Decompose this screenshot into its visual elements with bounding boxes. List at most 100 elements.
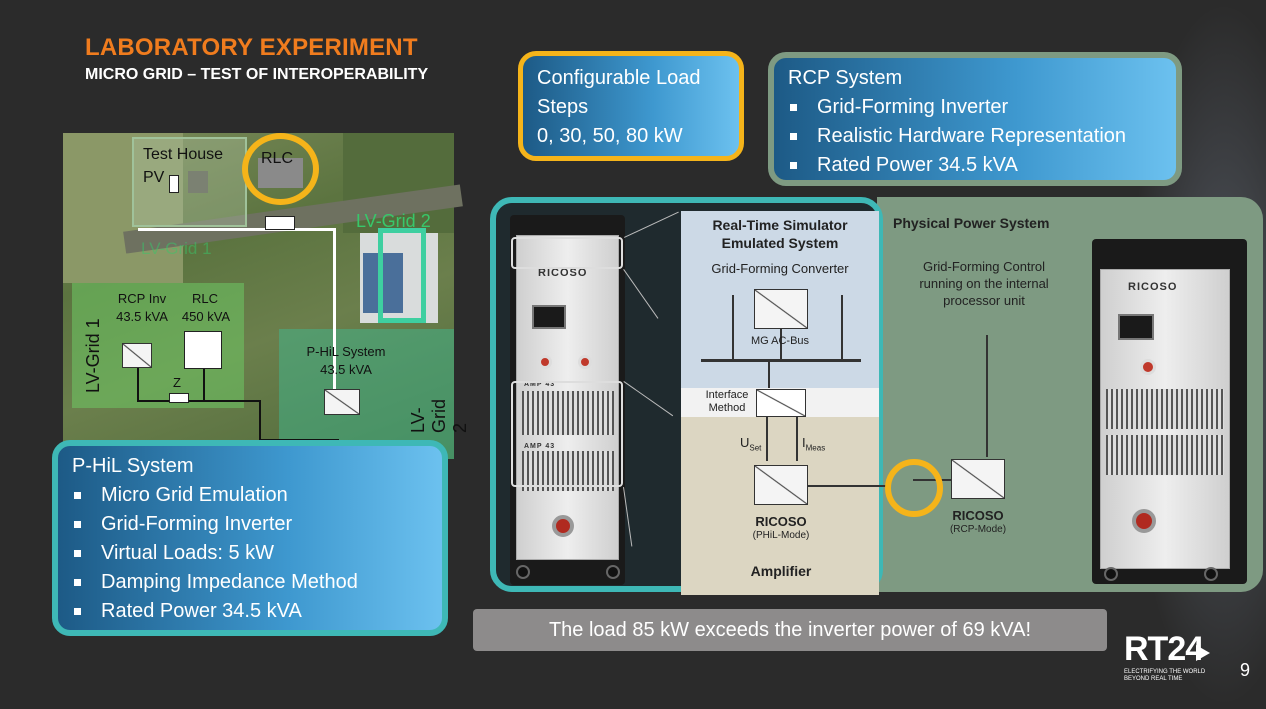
logo-tagline: ELECTRIFYING THE WORLD BEYOND REAL TIME [1124, 669, 1206, 682]
phil-inverter-symbol [324, 389, 360, 415]
ricoso-phil-mode: (PHiL-Mode) [752, 530, 810, 541]
phil-panel: RICOSO AMP 43 AMP 43 Real-Time Simulator… [490, 197, 888, 595]
test-house-label: Test House [143, 146, 224, 163]
rack-vent [522, 451, 614, 491]
phil-list: Micro Grid Emulation Grid-Forming Invert… [72, 481, 428, 626]
load-warning-banner: The load 85 kW exceeds the inverter powe… [473, 609, 1107, 651]
ricoso-phil-label: RICOSO [755, 514, 807, 529]
wheel-icon [1204, 567, 1218, 581]
wire [137, 368, 139, 401]
ricoso-rcp-mode: (RCP-Mode) [949, 524, 1007, 535]
system-diagram: Physical Power System Grid-Forming Contr… [490, 197, 1263, 595]
rcp-inv-label: RCP Inv [117, 291, 167, 306]
callout-connector [623, 269, 659, 319]
list-item: Rated Power 34.5 kVA [72, 597, 428, 626]
rack-logo: RICOSO [1128, 281, 1178, 293]
ac-bus [701, 359, 861, 362]
rack-vent [1106, 435, 1224, 475]
impedance-symbol [169, 393, 189, 403]
list-item: Rated Power 34.5 kVA [788, 151, 1162, 180]
field-area [63, 133, 183, 283]
bus-line [808, 485, 888, 487]
simulator-highlight [511, 237, 623, 269]
lv-grid-2-label: LV-Grid 2 [408, 398, 470, 433]
ricoso-phil-converter [754, 465, 808, 505]
ricoso-rcp-converter [951, 459, 1005, 499]
amplifier-label: Amplifier [750, 563, 812, 579]
interface-method-symbol [756, 389, 806, 417]
ricoso-rcp-label: RICOSO [952, 508, 1004, 523]
bus-line [732, 295, 734, 359]
slide-title: LABORATORY EXPERIMENT [85, 34, 418, 61]
phil-system-label: P-HiL System [306, 344, 386, 359]
list-item: Micro Grid Emulation [72, 481, 428, 510]
lv-grid-2-green-label: LV-Grid 2 [356, 211, 431, 231]
wheel-icon [516, 565, 530, 579]
signal-line [796, 417, 798, 461]
aerial-map: Test House PV RLC LV-Grid 1 LV-Grid 2 LV… [63, 133, 470, 459]
z-label: Z [173, 375, 181, 390]
lv-grid-2-zone [279, 329, 454, 459]
emergency-stop-icon [578, 355, 592, 369]
callout-connector [624, 211, 679, 238]
rack-logo: RICOSO [538, 267, 588, 279]
rack-screen [532, 305, 566, 329]
rack-vent [1106, 389, 1224, 429]
physical-power-panel: Physical Power System Grid-Forming Contr… [877, 197, 1263, 592]
i-meas-label: IMeas [802, 435, 826, 453]
physical-title: Physical Power System [893, 215, 1050, 231]
rlc-power: 450 kVA [181, 309, 231, 324]
sim-title: Real-Time Simulator [712, 217, 848, 233]
power-socket-icon [552, 515, 574, 537]
list-item: Virtual Loads: 5 kW [72, 539, 428, 568]
control-link [986, 335, 988, 457]
sim-subtitle: Emulated System [721, 235, 839, 251]
lv-grid-1-faded-label: LV-Grid 1 [141, 239, 212, 258]
list-item: Damping Impedance Method [72, 568, 428, 597]
emergency-stop-icon [538, 355, 552, 369]
u-set-label: USet [740, 435, 762, 453]
amp-label: AMP 43 [524, 381, 556, 388]
ac-bus-label: MG AC-Bus [750, 335, 810, 347]
load-steps-callout: Configurable Load Steps 0, 30, 50, 80 kW [518, 51, 744, 161]
list-item: Realistic Hardware Representation [788, 122, 1162, 151]
rlc-symbol [184, 331, 222, 369]
callout-connector [623, 381, 674, 417]
switch-symbol [265, 216, 295, 230]
control-text: Grid-Forming Control running on the inte… [919, 259, 1049, 308]
grid-forming-converter-symbol [754, 289, 808, 329]
phil-power-label: 43.5 kVA [320, 362, 372, 377]
rt24-logo: RT24 [1124, 630, 1204, 668]
rlc-highlight-ring [242, 133, 319, 205]
pv-label: PV [143, 169, 165, 186]
list-item: Grid-Forming Inverter [788, 93, 1162, 122]
amplifier-box [681, 417, 879, 595]
ground-highlight-ring [885, 459, 943, 517]
page-number: 9 [1240, 660, 1251, 680]
rcp-list: Grid-Forming Inverter Realistic Hardware… [788, 93, 1162, 180]
interface-label: Interface [705, 389, 749, 401]
slide-subtitle: MICRO GRID – TEST OF INTEROPERABILITY [85, 66, 429, 83]
method-label: Method [708, 402, 746, 414]
phil-heading: P-HiL System [72, 455, 194, 477]
shed [188, 171, 208, 193]
list-item: Grid-Forming Inverter [72, 510, 428, 539]
lv-grid-2-box [378, 228, 426, 323]
wire [203, 369, 205, 401]
grid-line [138, 228, 333, 231]
wire [259, 400, 261, 440]
amp-label: AMP 43 [524, 443, 556, 450]
bus-line [780, 329, 782, 361]
bus-line [841, 295, 843, 359]
amplifier-highlight [511, 381, 623, 487]
rack-vent [522, 391, 614, 435]
logo-arrow-icon [1196, 645, 1210, 661]
load-steps-values: 0, 30, 50, 80 kW [537, 125, 683, 147]
signal-line [766, 417, 768, 461]
phil-system-callout: P-HiL System Micro Grid Emulation Grid-F… [52, 440, 448, 636]
wheel-icon [1104, 567, 1118, 581]
emergency-stop-icon [1140, 359, 1156, 375]
rcp-system-callout: RCP System Grid-Forming Inverter Realist… [768, 52, 1182, 186]
grid-line [333, 228, 336, 393]
power-socket-icon [1132, 509, 1156, 533]
